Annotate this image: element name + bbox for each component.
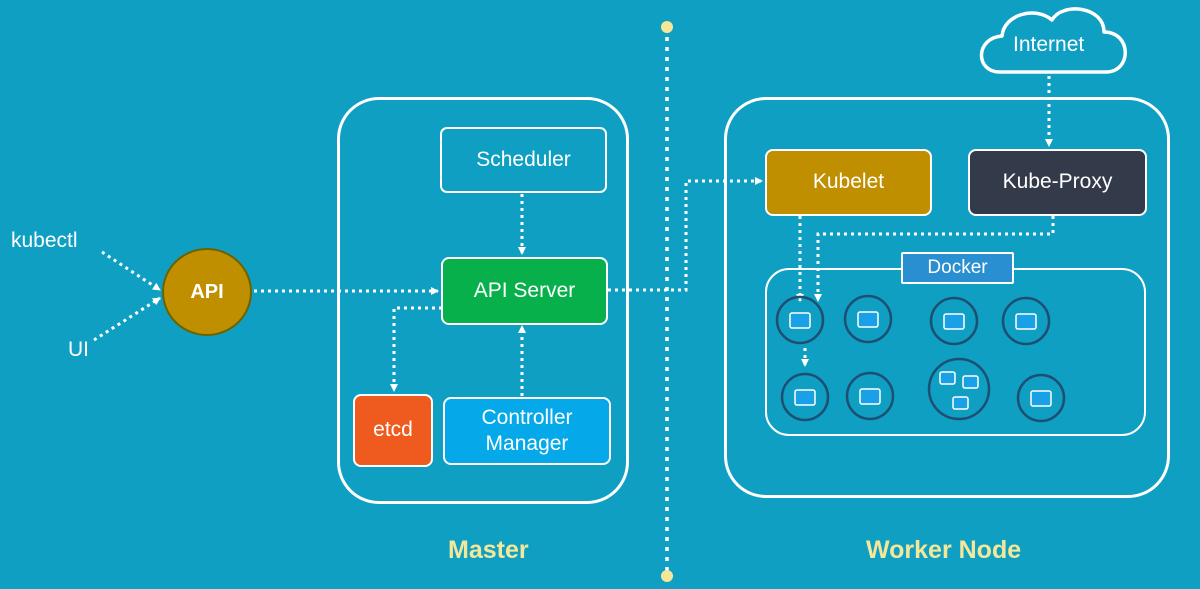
master-frame (337, 97, 629, 504)
etcd-label: etcd (373, 418, 413, 442)
container-4 (1015, 313, 1037, 330)
api-server-box: API Server (441, 257, 608, 325)
controller-manager-label: Controller Manager (481, 405, 573, 455)
api-node-label: API (190, 280, 224, 303)
kubectl-label: kubectl (11, 229, 78, 252)
container-7c (952, 396, 969, 410)
worker-node-title: Worker Node (866, 536, 1022, 564)
container-5 (794, 389, 816, 406)
pod-8 (1016, 373, 1066, 423)
pod-6 (845, 371, 895, 421)
kubectl-to-api-arrow (101, 250, 161, 292)
container-6 (859, 388, 881, 405)
pod-2 (843, 294, 893, 344)
ui-to-api-arrow (93, 296, 161, 342)
pod-7 (927, 357, 991, 421)
api-server-label: API Server (473, 278, 576, 302)
container-3 (943, 313, 965, 330)
pod-1 (775, 295, 825, 345)
etcd-box: etcd (353, 394, 433, 467)
kube-proxy-box: Kube-Proxy (968, 149, 1147, 216)
container-7a (939, 371, 956, 385)
container-1 (789, 312, 811, 329)
container-7b (962, 375, 979, 389)
master-title: Master (448, 536, 529, 564)
container-8 (1030, 390, 1052, 407)
separator-bottom-dot (661, 570, 673, 582)
pod-5 (780, 372, 830, 422)
api-node: API (162, 248, 252, 336)
scheduler-label: Scheduler (476, 147, 571, 171)
worker-frame (724, 97, 1170, 498)
pod-3 (929, 296, 979, 346)
internet-cloud-icon (979, 7, 1127, 74)
ui-label: UI (68, 338, 89, 361)
docker-label-box: Docker (901, 252, 1014, 284)
docker-area (765, 268, 1146, 436)
scheduler-box: Scheduler (440, 127, 607, 193)
internet-label: Internet (1013, 33, 1085, 56)
kubelet-label: Kubelet (812, 170, 885, 194)
kubelet-box: Kubelet (765, 149, 932, 216)
separator-top-dot (661, 21, 673, 33)
kubeproxy-to-pod-arrow (814, 216, 1055, 302)
docker-label: Docker (927, 257, 988, 279)
container-2 (857, 311, 879, 328)
apiserver-to-etcd-arrow (390, 306, 442, 392)
controller-manager-box: Controller Manager (443, 397, 611, 465)
kube-proxy-label: Kube-Proxy (1002, 170, 1113, 194)
pod-4 (1001, 296, 1051, 346)
